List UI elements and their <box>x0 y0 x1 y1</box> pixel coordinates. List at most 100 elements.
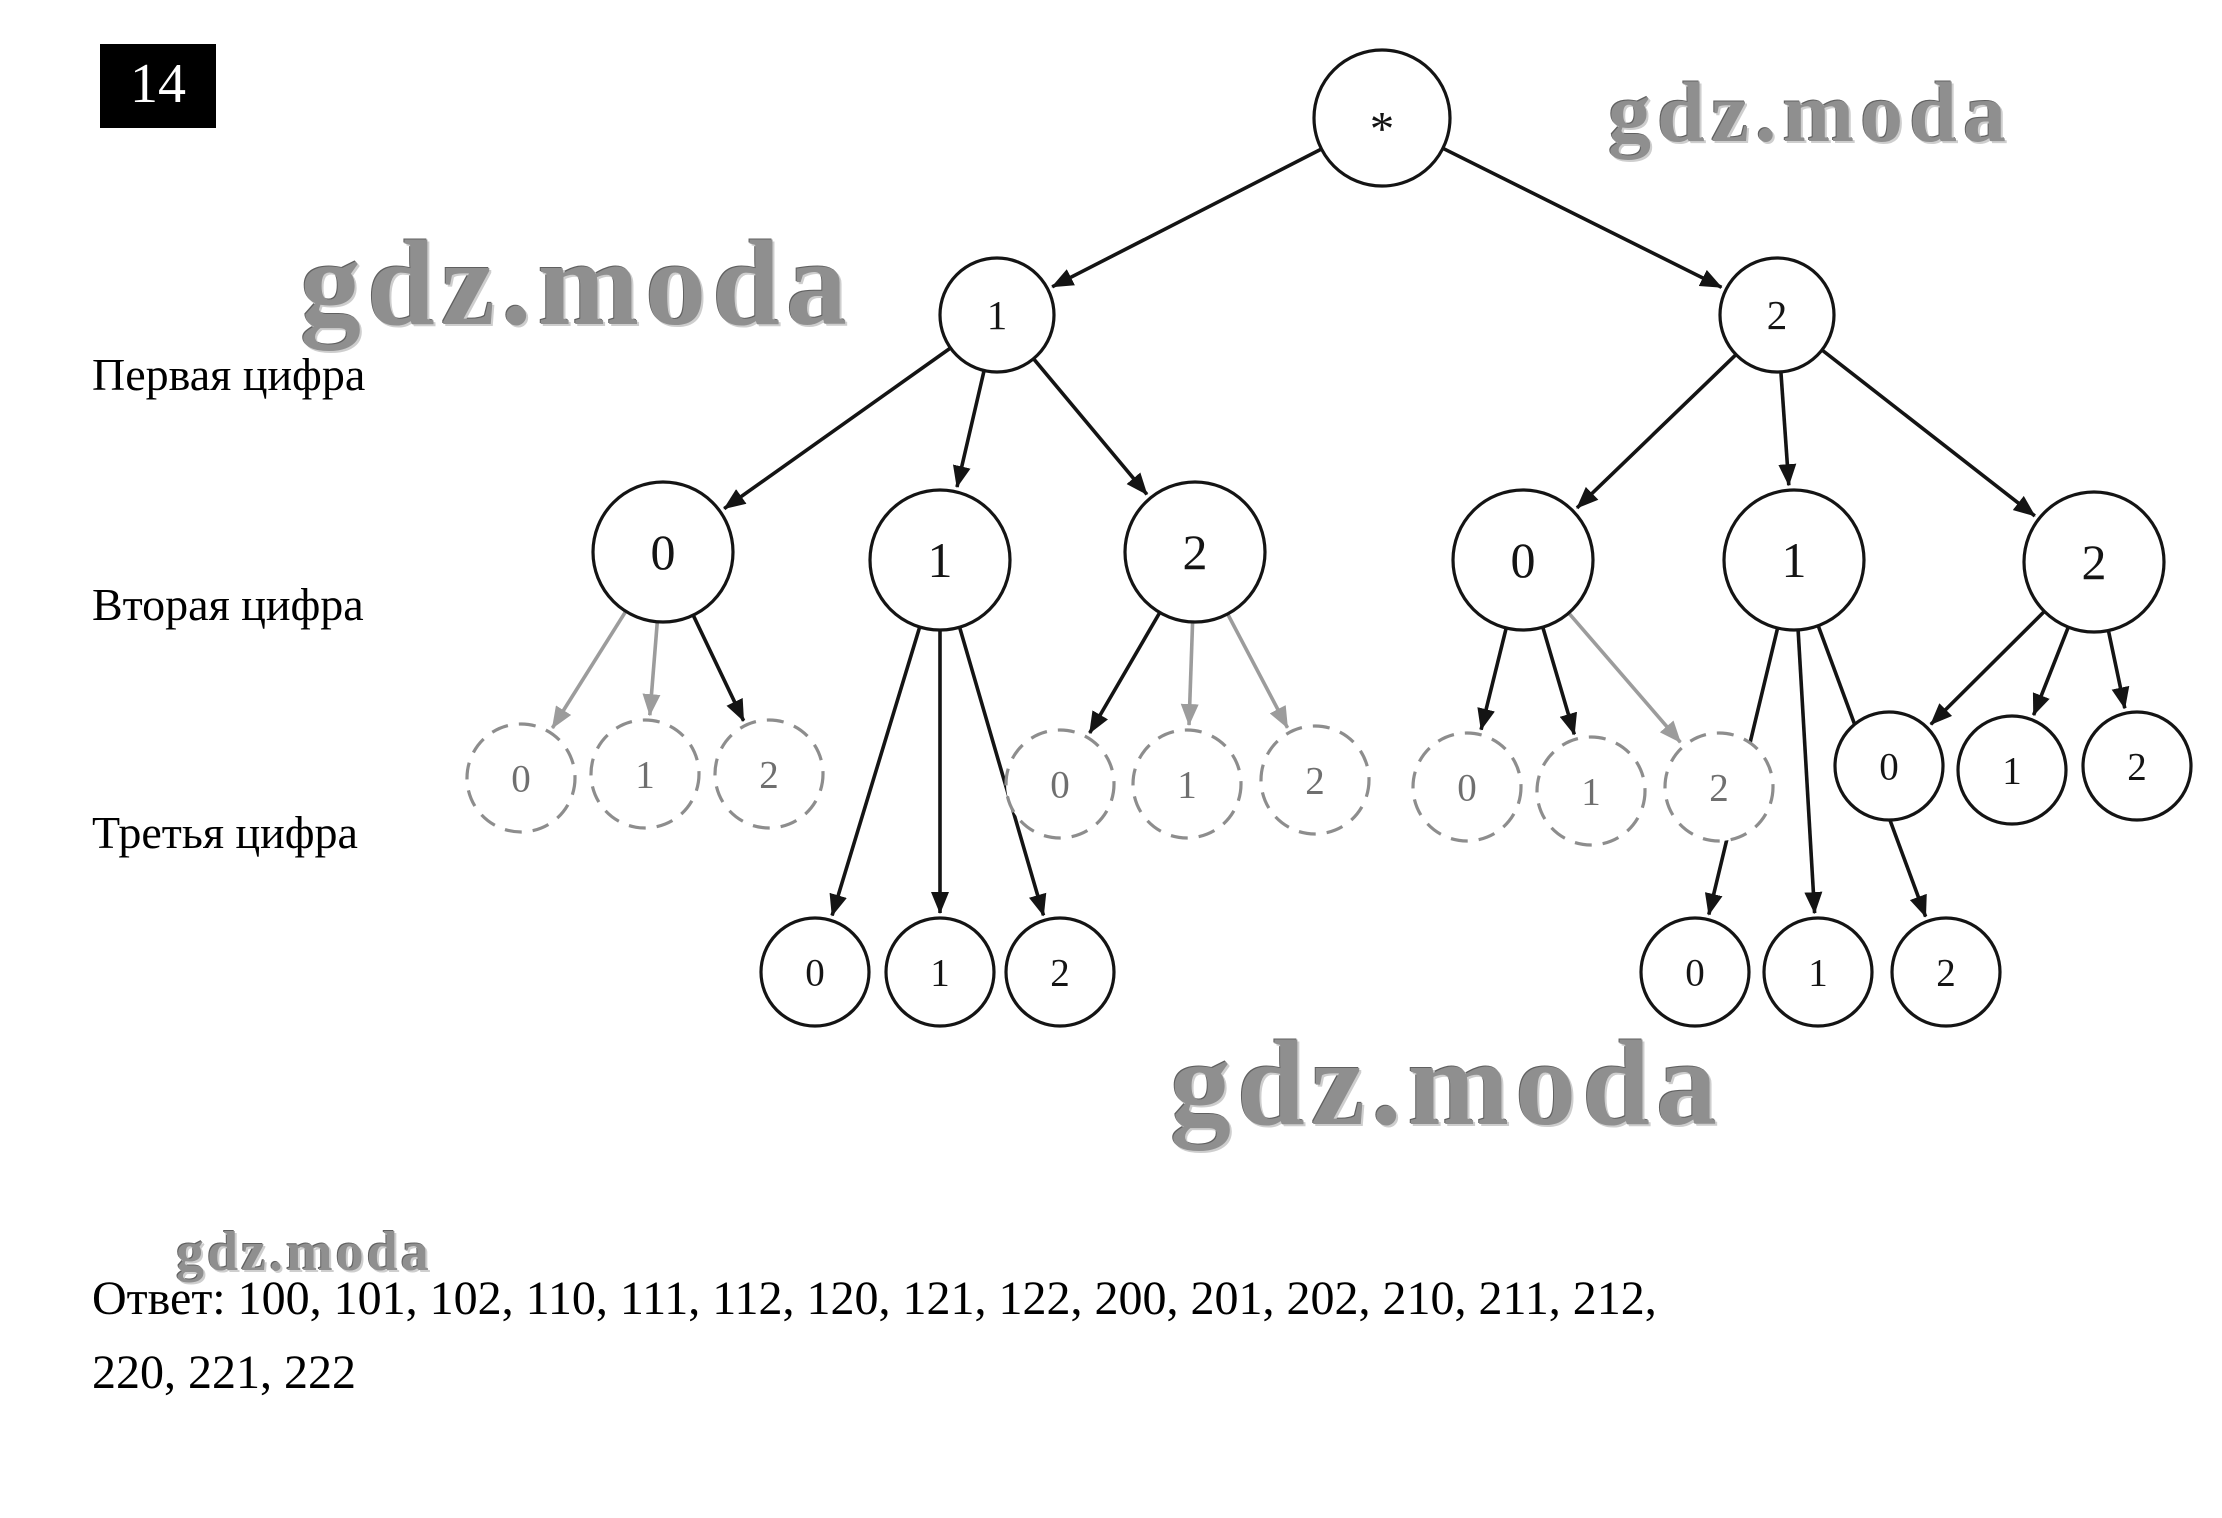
tree-node-n212: 2 <box>1890 916 2002 1028</box>
tree-node-circle <box>1833 710 1945 822</box>
tree-node-n201: 1 <box>1535 735 1647 847</box>
tree-node-circle <box>1004 916 1116 1028</box>
tree-node-n112: 2 <box>1004 916 1116 1028</box>
tree-edge-n12-n121 <box>1180 621 1199 726</box>
tree-node-n210: 0 <box>1639 916 1751 1028</box>
tree-node-circle <box>1259 724 1371 836</box>
tree-node-n211: 1 <box>1762 916 1874 1028</box>
answer-text: Ответ: 100, 101, 102, 110, 111, 112, 120… <box>92 1262 2152 1411</box>
tree-node-n220: 0 <box>1833 710 1945 822</box>
tree-node-label: * <box>1370 101 1395 156</box>
watermark: gdz.moda <box>1170 1016 1723 1151</box>
tree-node-circle <box>1718 256 1836 374</box>
answer-line-2: 220, 221, 222 <box>92 1346 356 1400</box>
tree-node-circle <box>1411 731 1523 843</box>
tree-edge-n11-n110 <box>829 626 922 917</box>
tree-edge-n10-n100 <box>550 610 628 729</box>
tree-node-label: 1 <box>1581 770 1601 813</box>
tree-node-n11: 1 <box>868 488 1012 632</box>
tree-node-label: 1 <box>930 951 950 994</box>
tree-edge-n12-n120 <box>1088 611 1162 734</box>
tree-node-circle <box>1956 714 2068 826</box>
tree-node-label: 0 <box>1511 532 1536 588</box>
tree-node-n221: 1 <box>1956 714 2068 826</box>
tree-edge-n10-n102 <box>691 614 746 722</box>
tree-node-circle <box>1004 728 1116 840</box>
tree-node-circle <box>759 916 871 1028</box>
tree-node-n120: 0 <box>1004 728 1116 840</box>
tree-node-label: 0 <box>1457 766 1477 809</box>
tree-node-circle <box>1451 488 1595 632</box>
tree-edge-n22-n221 <box>2031 626 2070 717</box>
watermark: gdz.moda <box>300 216 853 351</box>
level-label-second-digit: Вторая цифра <box>92 579 364 630</box>
tree-node-n20: 0 <box>1451 488 1595 632</box>
tree-node-label: 2 <box>1050 951 1070 994</box>
tree-node-label: 1 <box>2002 749 2022 792</box>
problem-number-badge: 14 <box>100 44 216 128</box>
tree-node-circle <box>1123 480 1267 624</box>
tree-node-circle <box>1639 916 1751 1028</box>
tree-node-label: 2 <box>1767 292 1788 338</box>
tree-node-label: 2 <box>1709 766 1729 809</box>
tree-edge-n12-n122 <box>1226 613 1290 729</box>
tree-node-circle <box>1663 731 1775 843</box>
tree-node-circle <box>868 488 1012 632</box>
tree-node-circle <box>591 480 735 624</box>
tree-node-label: 0 <box>1050 763 1070 806</box>
tree-node-label: 2 <box>1183 524 1208 580</box>
tree-node-n12: 2 <box>1123 480 1267 624</box>
tree-edge-n1-n12 <box>1032 357 1149 496</box>
tree-node-n100: 0 <box>465 722 577 834</box>
tree-node-circle <box>589 718 701 830</box>
tree-edge-n20-n202 <box>1567 611 1682 744</box>
tree-node-label: 1 <box>928 532 953 588</box>
tree-node-circle <box>2022 490 2166 634</box>
tree-edge-n2-n22 <box>1820 348 2036 518</box>
tree-node-n22: 2 <box>2022 490 2166 634</box>
tree-node-label: 0 <box>1685 951 1705 994</box>
tree-node-circle <box>1312 48 1452 188</box>
watermark: gdz.moda <box>1608 64 2012 160</box>
tree-node-label: 1 <box>1782 532 1807 588</box>
tree-node-circle <box>884 916 996 1028</box>
tree-node-n10: 0 <box>591 480 735 624</box>
tree-node-circle <box>713 718 825 830</box>
tree-node-circle <box>1535 735 1647 847</box>
tree-edge-n11-n112 <box>957 626 1047 917</box>
tree-edge-n20-n200 <box>1477 627 1508 731</box>
tree-edge-n2-n20 <box>1575 353 1738 510</box>
tree-edge-n22-n222 <box>2106 630 2130 710</box>
tree-node-n2: 2 <box>1718 256 1836 374</box>
level-label-third-digit: Третья цифра <box>92 807 358 858</box>
tree-node-label: 0 <box>511 757 531 800</box>
tree-node-circle <box>465 722 577 834</box>
tree-edge-n22-n220 <box>1929 610 2046 726</box>
tree-node-circle <box>1131 728 1243 840</box>
tree-node-n122: 2 <box>1259 724 1371 836</box>
tree-edge-n2-n21 <box>1778 371 1797 487</box>
tree-node-circle <box>2081 710 2193 822</box>
tree-edge-n20-n201 <box>1541 626 1578 736</box>
tree-node-label: 1 <box>1808 951 1828 994</box>
tree-node-circle <box>938 256 1056 374</box>
tree-node-label: 1 <box>635 753 655 796</box>
tree-node-root: * <box>1312 48 1452 188</box>
tree-node-label: 2 <box>2127 745 2147 788</box>
answer-line-1: Ответ: 100, 101, 102, 110, 111, 112, 120… <box>92 1272 1657 1325</box>
tree-edge-n10-n101 <box>642 621 661 717</box>
tree-node-n121: 1 <box>1131 728 1243 840</box>
watermark: gdz.moda <box>176 1221 432 1283</box>
tree-node-label: 1 <box>987 292 1008 338</box>
tree-node-n110: 0 <box>759 916 871 1028</box>
tree-node-n200: 0 <box>1411 731 1523 843</box>
tree-edge-root-n1 <box>1051 147 1323 289</box>
tree-node-n202: 2 <box>1663 731 1775 843</box>
tree-node-label: 2 <box>1305 759 1325 802</box>
tree-node-label: 0 <box>651 524 676 580</box>
tree-node-label: 1 <box>1177 763 1197 806</box>
tree-edge-root-n2 <box>1442 146 1723 289</box>
level-label-first-digit: Первая цифра <box>92 349 366 400</box>
tree-node-label: 0 <box>805 951 825 994</box>
